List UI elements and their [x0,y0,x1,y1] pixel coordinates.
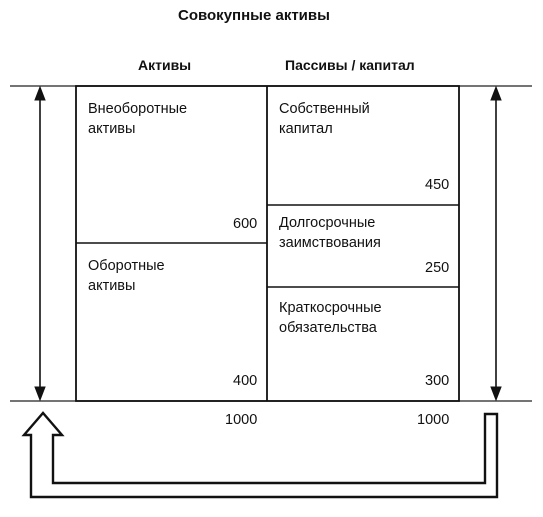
long-term-borrowings-value: 250 [425,260,450,276]
right-height-arrow [490,85,502,402]
noncurrent-assets-label: Внеоборотные активы [88,101,188,137]
feedback-loop-arrow [21,411,499,499]
liabilities-total: 1000 [417,412,450,428]
short-term-liabilities-label: Краткосрочные обязательства [279,300,382,336]
equity-label: Собственный капитал [279,101,370,137]
liabilities-header: Пассивы / капитал [285,57,415,73]
diagram-title: Совокупные активы [178,7,330,24]
short-term-liabilities-value: 300 [425,373,450,389]
long-term-borrowings-label: Долгосрочные заимствования [279,215,381,251]
noncurrent-assets-value: 600 [233,216,258,232]
current-assets-value: 400 [233,373,258,389]
left-height-arrow [34,85,46,402]
assets-total: 1000 [225,412,258,428]
equity-value: 450 [425,177,450,193]
assets-header: Активы [138,57,192,73]
current-assets-label: Оборотные активы [88,258,165,294]
